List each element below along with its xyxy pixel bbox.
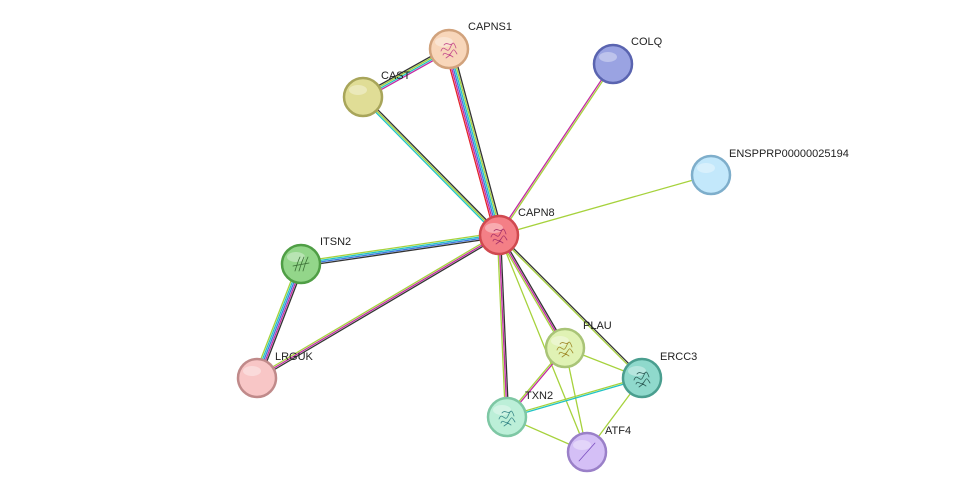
node-colq[interactable]: COLQ: [592, 36, 663, 85]
node-highlight: [349, 85, 367, 95]
edge-itsn2-lrguk[interactable]: [253, 262, 305, 380]
node-highlight: [697, 163, 715, 173]
node-highlight: [551, 336, 569, 346]
edge-evidence-line: [300, 231, 499, 263]
node-highlight: [599, 52, 617, 62]
edge-evidence-line: [498, 234, 588, 453]
node-circle[interactable]: [621, 357, 663, 399]
edge-capn8-plau[interactable]: [497, 233, 567, 350]
node-txn2[interactable]: TXN2: [486, 390, 553, 438]
edge-evidence-line: [498, 234, 508, 418]
edge-evidence-line: [497, 235, 565, 350]
edge-evidence-line: [259, 264, 305, 380]
edge-evidence-line: [499, 233, 644, 378]
node-circle[interactable]: [544, 327, 586, 369]
node-label: ATF4: [605, 425, 631, 437]
edge-capn8-cast[interactable]: [361, 95, 501, 237]
node-plau[interactable]: PLAU: [544, 320, 612, 369]
edge-capn8-itsn2[interactable]: [300, 231, 500, 268]
node-circle[interactable]: [486, 396, 528, 438]
edge-capn8-colq[interactable]: [497, 63, 615, 236]
edge-evidence-line: [257, 264, 304, 379]
edge-capn8-lrguk[interactable]: [255, 233, 501, 380]
node-circle[interactable]: [342, 76, 384, 118]
node-highlight: [493, 405, 511, 415]
node-highlight: [573, 440, 591, 450]
edge-capn8-txn2[interactable]: [496, 234, 510, 418]
edge-evidence-line: [256, 234, 500, 379]
protein-structure-icon: [556, 341, 574, 358]
node-label: CAST: [381, 70, 411, 82]
node-cast[interactable]: CAST: [342, 70, 411, 118]
node-itsn2[interactable]: ITSN2: [280, 236, 351, 285]
edge-evidence-line: [446, 49, 498, 236]
protein-structure-icon: [440, 42, 458, 59]
edge-evidence-line: [499, 233, 567, 348]
edge-evidence-line: [301, 236, 500, 268]
node-ercc3[interactable]: ERCC3: [621, 351, 697, 399]
edge-evidence-line: [255, 233, 499, 378]
edge-evidence-line: [256, 263, 302, 379]
edge-evidence-line: [300, 233, 499, 264]
edge-evidence-line: [497, 63, 613, 235]
edge-evidence-line: [363, 95, 501, 235]
protein-structure-icon: [578, 442, 596, 462]
node-label: PLAU: [583, 320, 612, 332]
node-label: ENSPPRP00000025194: [729, 148, 849, 160]
node-circle[interactable]: [478, 214, 520, 256]
edge-evidence-line: [362, 96, 500, 236]
protein-structure-icon: [498, 410, 516, 427]
edge-capn8-ercc3[interactable]: [497, 233, 644, 380]
edge-evidence-line: [498, 174, 712, 236]
edge-evidence-line: [498, 234, 566, 349]
node-highlight: [628, 366, 646, 376]
node-highlight: [435, 37, 453, 47]
node-label: ERCC3: [660, 351, 697, 363]
node-label: CAPN8: [518, 207, 555, 219]
edge-evidence-line: [499, 234, 510, 417]
edge-capn8-atf4[interactable]: [498, 234, 588, 453]
edge-evidence-line: [506, 376, 642, 417]
node-label: TXN2: [525, 390, 553, 402]
node-highlight: [485, 223, 503, 233]
node-highlight: [243, 366, 261, 376]
edge-evidence-line: [496, 235, 507, 418]
edge-evidence-line: [449, 48, 501, 235]
node-circle[interactable]: [690, 154, 732, 196]
node-capn8[interactable]: CAPN8: [478, 207, 555, 256]
edge-evidence-line: [253, 262, 299, 378]
edge-capn8-enspprp00000025194[interactable]: [498, 174, 712, 236]
node-label: CAPNS1: [468, 21, 512, 33]
edge-capn8-capns1[interactable]: [444, 47, 504, 237]
protein-structure-icon: [292, 256, 310, 272]
edge-evidence-line: [257, 235, 501, 380]
edge-evidence-line: [497, 235, 642, 380]
node-label: LRGUK: [275, 351, 314, 363]
edge-evidence-line: [499, 64, 615, 236]
node-label: ITSN2: [320, 236, 351, 248]
protein-structure-icon: [490, 228, 508, 245]
node-enspprp00000025194[interactable]: ENSPPRP00000025194: [690, 148, 849, 196]
node-circle[interactable]: [592, 43, 634, 85]
node-circle[interactable]: [428, 28, 470, 70]
edge-evidence-line: [450, 48, 502, 235]
node-lrguk[interactable]: LRGUK: [236, 351, 314, 399]
edge-ercc3-txn2[interactable]: [506, 376, 643, 419]
node-highlight: [287, 252, 305, 262]
edge-evidence-line: [507, 378, 643, 419]
edge-evidence-line: [301, 235, 500, 266]
node-circle[interactable]: [236, 357, 278, 399]
protein-structure-icon: [633, 371, 651, 388]
edge-evidence-line: [444, 49, 496, 237]
node-capns1[interactable]: CAPNS1: [428, 21, 512, 70]
edge-evidence-line: [361, 97, 499, 237]
node-atf4[interactable]: ATF4: [566, 425, 631, 473]
edge-evidence-line: [447, 49, 499, 236]
edge-evidence-line: [254, 263, 301, 378]
node-label: COLQ: [631, 36, 663, 48]
edge-evidence-line: [452, 47, 504, 235]
